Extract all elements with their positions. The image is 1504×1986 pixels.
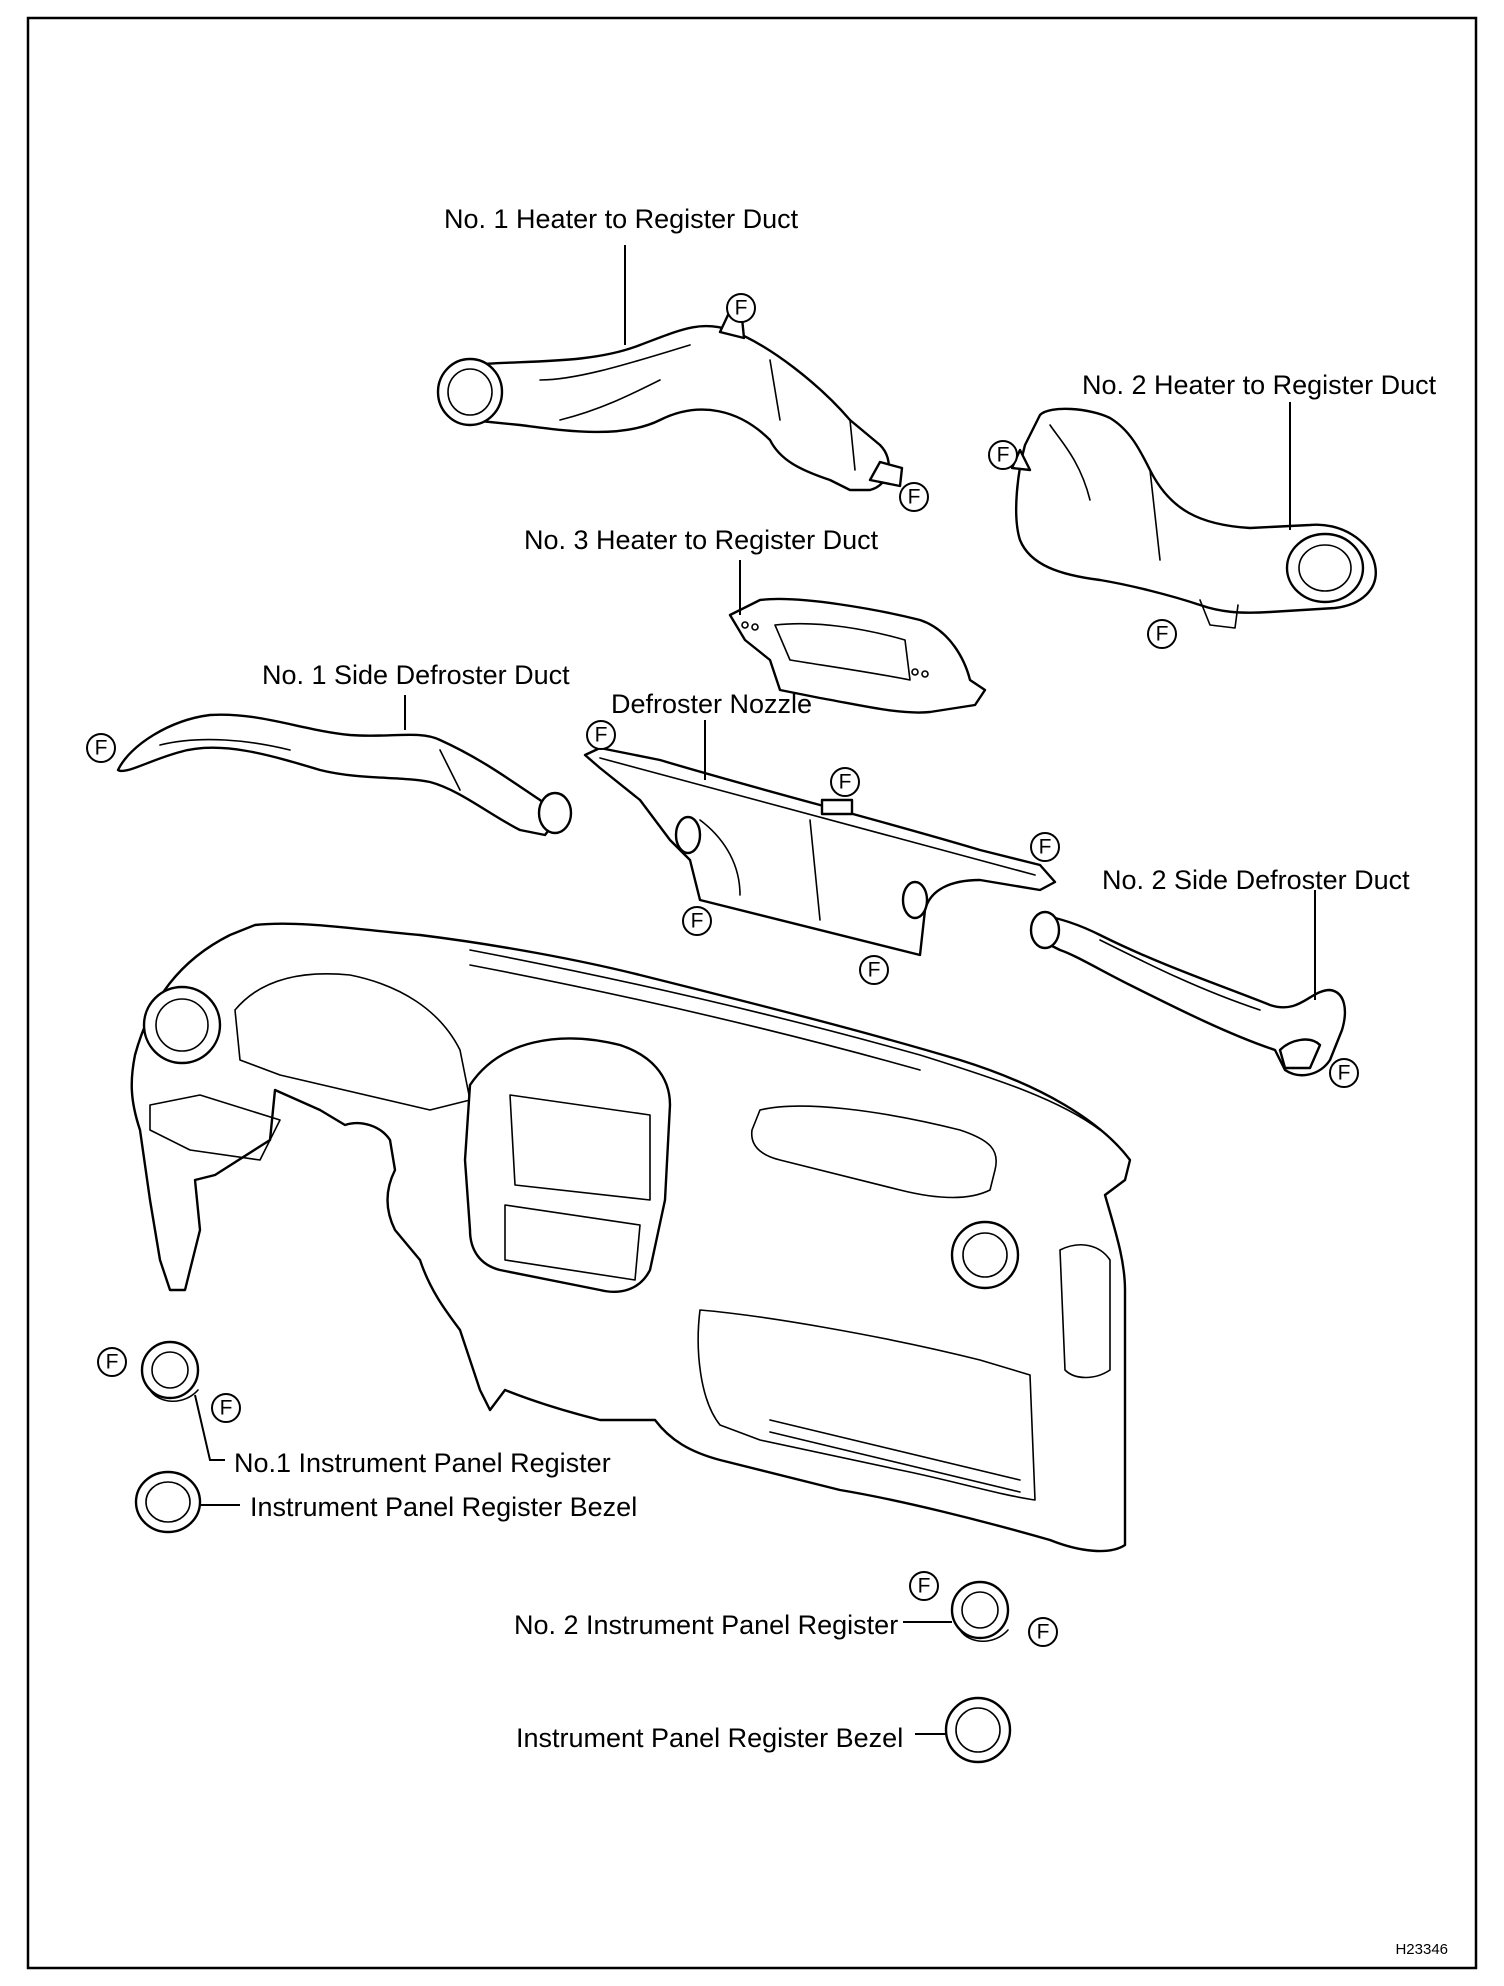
svg-text:F: F <box>868 959 881 982</box>
label-no2-side-defroster-duct: No. 2 Side Defroster Duct <box>1102 865 1410 895</box>
fastener-marker: F <box>899 482 929 512</box>
instrument-panel-part <box>130 922 1132 1553</box>
fastener-marker: F <box>97 1347 127 1377</box>
label-no1-side-defroster-duct: No. 1 Side Defroster Duct <box>262 660 570 690</box>
no1-instrument-panel-register-part <box>140 1340 200 1403</box>
fastener-marker: F <box>211 1393 241 1423</box>
svg-text:F: F <box>691 910 704 933</box>
label-no1-instrument-panel-register: No.1 Instrument Panel Register <box>234 1448 611 1478</box>
svg-text:F: F <box>1037 1621 1050 1644</box>
fastener-marker: F <box>1329 1058 1359 1088</box>
fastener-marker: F <box>859 955 889 985</box>
svg-text:F: F <box>595 724 608 747</box>
page-frame <box>26 16 1478 1970</box>
no1-heater-to-register-duct-part <box>436 313 904 492</box>
label-instrument-panel-register-bezel-2: Instrument Panel Register Bezel <box>516 1723 903 1753</box>
no2-instrument-panel-register-part <box>950 1580 1010 1643</box>
fastener-marker: F <box>726 293 756 323</box>
instrument-panel-register-bezel-2-part <box>944 1696 1012 1764</box>
fastener-marker: F <box>86 733 116 763</box>
no2-heater-to-register-duct-part <box>1010 407 1377 629</box>
instrument-panel-register-bezel-1-part <box>134 1470 202 1534</box>
svg-text:F: F <box>839 771 852 794</box>
svg-text:F: F <box>106 1351 119 1374</box>
fastener-marker: F <box>1147 619 1177 649</box>
svg-text:F: F <box>918 1575 931 1598</box>
fastener-marker: F <box>909 1571 939 1601</box>
defroster-nozzle-part <box>583 746 1057 957</box>
svg-text:F: F <box>220 1397 233 1420</box>
svg-text:F: F <box>908 486 921 509</box>
svg-text:F: F <box>95 737 108 760</box>
fastener-marker: F <box>1030 832 1060 862</box>
no3-heater-to-register-duct-part <box>728 597 987 714</box>
fastener-markers: F F F F F F F F F F F F F F F <box>86 293 1359 1647</box>
label-no2-heater-to-register-duct: No. 2 Heater to Register Duct <box>1082 370 1437 400</box>
label-no3-heater-to-register-duct: No. 3 Heater to Register Duct <box>524 525 879 555</box>
label-no1-heater-to-register-duct: No. 1 Heater to Register Duct <box>444 204 799 234</box>
no1-side-defroster-duct-part <box>116 713 573 837</box>
label-instrument-panel-register-bezel-1: Instrument Panel Register Bezel <box>250 1492 637 1522</box>
no2-side-defroster-duct-part <box>1029 910 1346 1077</box>
fastener-marker: F <box>1028 1617 1058 1647</box>
svg-text:F: F <box>1156 623 1169 646</box>
leader-lines <box>194 245 1316 1735</box>
svg-text:F: F <box>1338 1062 1351 1085</box>
fastener-marker: F <box>586 720 616 750</box>
svg-text:F: F <box>997 444 1010 467</box>
figure-code: H23346 <box>1395 1941 1448 1958</box>
label-defroster-nozzle: Defroster Nozzle <box>611 689 812 719</box>
svg-text:F: F <box>735 297 748 320</box>
label-no2-instrument-panel-register: No. 2 Instrument Panel Register <box>514 1610 898 1640</box>
fastener-marker: F <box>682 906 712 936</box>
fastener-marker: F <box>988 440 1018 470</box>
svg-text:F: F <box>1039 836 1052 859</box>
fastener-marker: F <box>830 767 860 797</box>
